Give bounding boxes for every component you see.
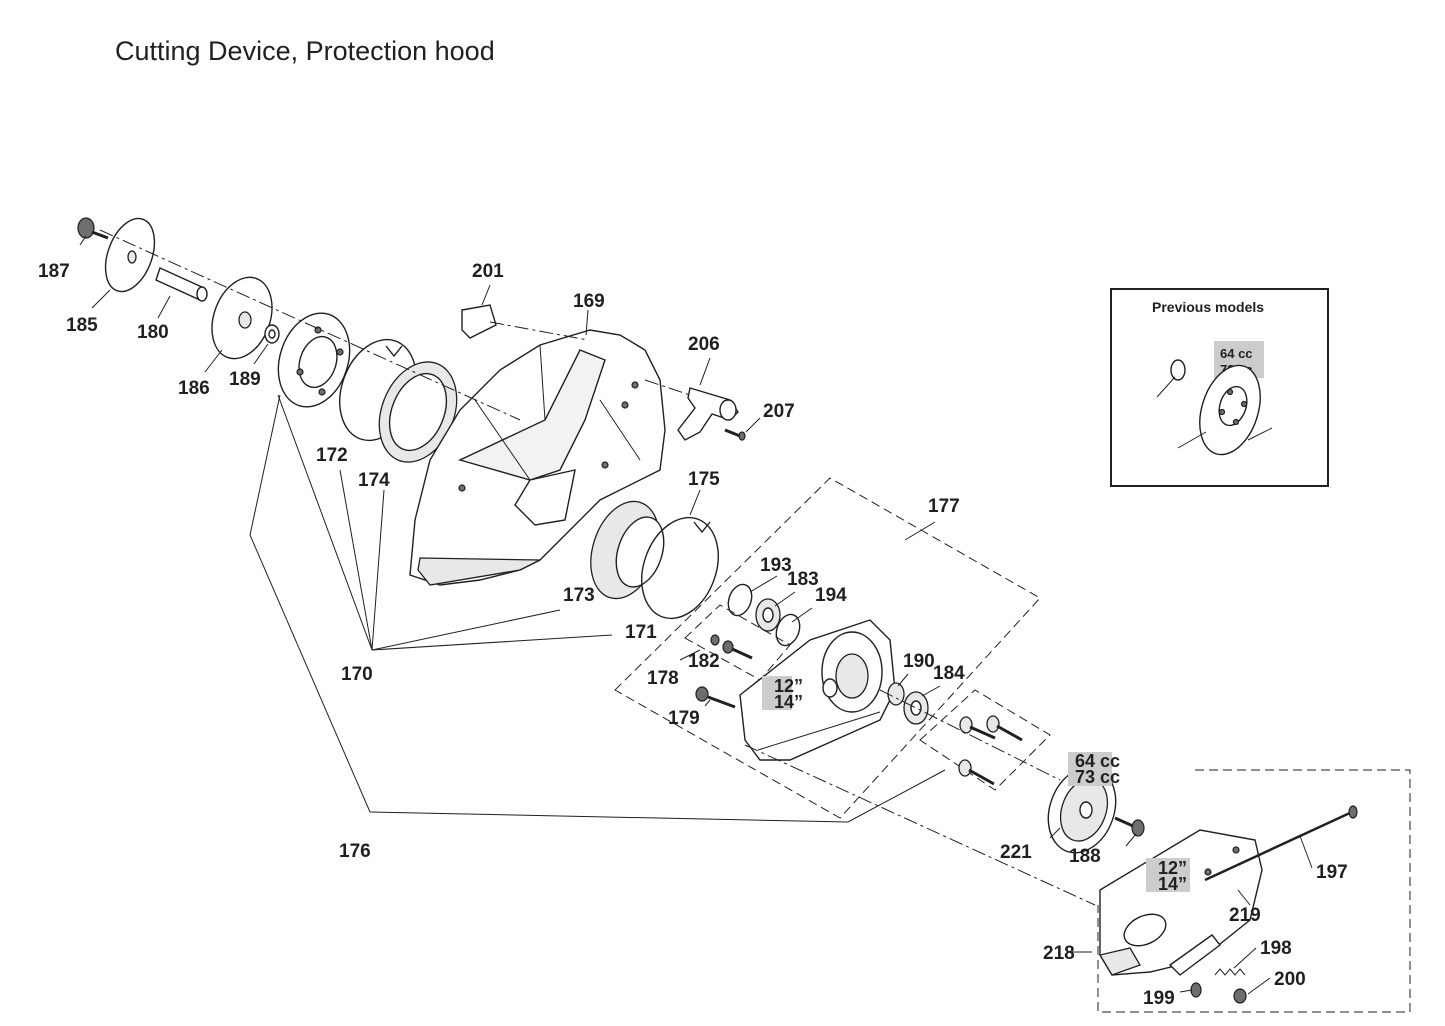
circlip-171-drawing (641, 516, 719, 620)
belt-guard-boundary (1097, 769, 1411, 1013)
screw-207-drawing (724, 428, 746, 441)
circlip-193-drawing (727, 583, 753, 617)
arm-size-12: 12” (774, 676, 803, 696)
label-186: 186 (178, 378, 210, 399)
label-198: 198 (1260, 938, 1292, 959)
nut-199-drawing (1190, 982, 1202, 998)
guard-size-12: 12” (1158, 858, 1187, 878)
bearing-184-drawing (903, 691, 929, 725)
handle-axis (644, 379, 691, 396)
inset-variant-64cc: 64 cc (1220, 346, 1253, 361)
leader-lines (79, 235, 1313, 995)
arm-size-highlight (762, 676, 792, 710)
label-179: 179 (668, 708, 700, 729)
bracket-drawing (1168, 934, 1221, 976)
label-219: 219 (1229, 905, 1261, 926)
arm-size-14: 14” (774, 692, 803, 712)
protection-hood-169-drawing (409, 329, 666, 586)
pulley-cc-73: 73 cc (1075, 767, 1120, 787)
bolt-187-drawing (77, 217, 109, 240)
label-175: 175 (688, 469, 720, 490)
label-174: 174 (358, 470, 390, 491)
label-199: 199 (1143, 988, 1175, 1009)
flange-176-drawing (277, 312, 351, 408)
label-188: 188 (1069, 846, 1101, 867)
page-title: Cutting Device, Protection hood (115, 36, 495, 66)
label-180: 180 (137, 322, 169, 343)
screw-179-drawing (695, 686, 736, 709)
guard-size-highlight (1146, 858, 1190, 892)
belt-guard-218-drawing (1098, 829, 1263, 976)
bearing-183-drawing (755, 598, 781, 632)
label-185: 185 (66, 315, 98, 336)
pulley-cc-64: 64 cc (1075, 751, 1120, 771)
label-176: 176 (339, 841, 371, 862)
label-193: 193 (760, 555, 792, 576)
pulley-cc-highlight (1068, 752, 1112, 786)
bearing-ring-174-drawing (378, 361, 458, 463)
label-184: 184 (933, 663, 965, 684)
screw-200-drawing (1233, 988, 1247, 1004)
label-190: 190 (903, 651, 935, 672)
washer-185-drawing (104, 217, 156, 293)
label-182: 182 (688, 651, 720, 672)
flange-186-drawing (211, 276, 273, 360)
pulley-axis (879, 689, 1061, 781)
inset-title: Previous models (1152, 299, 1264, 315)
arm-axis (744, 744, 1096, 906)
circlip-194-drawing (775, 613, 801, 647)
tension-rod-197-drawing (1204, 805, 1358, 882)
label-173: 173 (563, 585, 595, 606)
part-labels: 187 185 180 186 189 201 169 206 207 172 … (38, 261, 1348, 1009)
label-218: 218 (1043, 943, 1075, 964)
label-187: 187 (38, 261, 70, 282)
arm-assembly-177-boundary (614, 477, 1041, 819)
label-169: 169 (573, 291, 605, 312)
cap-201-drawing (461, 304, 497, 339)
handle-206-drawing (677, 387, 739, 441)
label-201: 201 (472, 261, 504, 282)
label-207: 207 (763, 401, 795, 422)
sleeve-180-drawing (155, 267, 208, 302)
hood-axis (489, 321, 589, 341)
label-206: 206 (688, 334, 720, 355)
label-183: 183 (787, 569, 819, 590)
cutting-arm-drawing (739, 619, 896, 761)
nut-188-drawing (1114, 816, 1145, 837)
label-189: 189 (229, 369, 261, 390)
label-178: 178 (647, 668, 679, 689)
previous-models-inset: Previous models 64 cc 73 cc (1110, 288, 1329, 487)
label-170: 170 (341, 664, 373, 685)
label-171: 171 (625, 622, 657, 643)
pulley-221-drawing (1047, 766, 1117, 854)
screw-kit-boundary (919, 689, 1051, 791)
spring-198-drawing (1214, 968, 1246, 976)
screws-kit-drawing (958, 715, 1023, 786)
bearing-190-drawing (887, 682, 905, 706)
screw-182-drawing (710, 634, 753, 660)
guard-size-14: 14” (1158, 874, 1187, 894)
label-221: 221 (1000, 842, 1032, 863)
label-172: 172 (316, 445, 348, 466)
label-194: 194 (815, 585, 847, 606)
ring-189-drawing (264, 324, 280, 344)
label-197: 197 (1316, 862, 1348, 883)
label-200: 200 (1274, 969, 1306, 990)
label-177: 177 (928, 496, 960, 517)
blade-axis (99, 229, 521, 421)
